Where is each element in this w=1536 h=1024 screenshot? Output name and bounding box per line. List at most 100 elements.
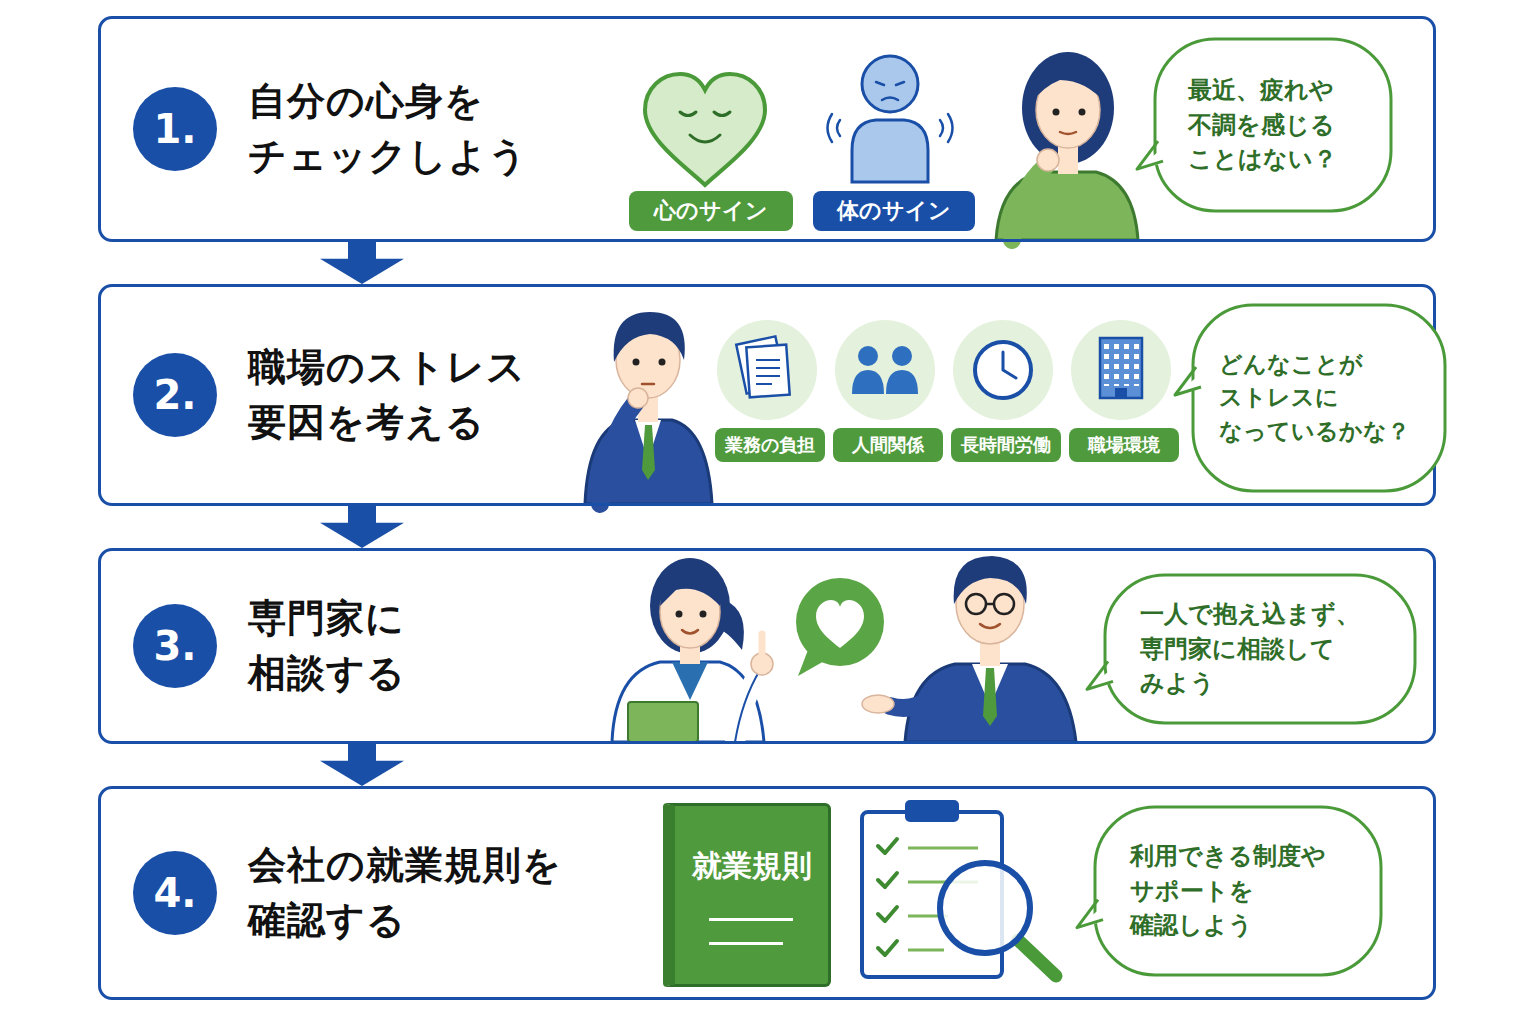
bubble-tail	[1087, 661, 1113, 689]
heart-speech-icon	[816, 600, 864, 648]
label-text: 長時間労働	[961, 433, 1051, 457]
step-number: 1.	[133, 87, 217, 171]
woman-thinking	[1030, 58, 1106, 104]
label-text: 人間関係	[852, 433, 924, 457]
doctor-figure	[612, 662, 764, 742]
stress-icons	[953, 320, 1053, 420]
building-icon	[1100, 338, 1142, 398]
doctor-figure	[735, 670, 760, 742]
label-text: 体のサイン	[837, 196, 951, 226]
speech-bubble: どんなことが ストレスに なっているかな？	[1191, 303, 1447, 493]
heart-icon	[680, 112, 730, 116]
man-consulting	[862, 556, 1076, 742]
step-number: 4.	[133, 851, 217, 935]
bubble-body	[1095, 807, 1381, 975]
people-icon	[852, 370, 918, 394]
building-icon	[1115, 388, 1127, 398]
man-consulting	[862, 695, 894, 713]
label-text: 職場環境	[1088, 433, 1160, 457]
body-figure	[828, 56, 953, 182]
documents-icon	[736, 336, 789, 397]
doctor-figure	[660, 568, 720, 606]
man-thinking	[628, 388, 648, 408]
man-thinking	[659, 359, 666, 366]
doctor-figure	[735, 670, 760, 742]
label-text: 最近、疲れや 不調を感じる ことはない？	[1188, 73, 1358, 177]
speech-bubble: 一人で抱え込まず、 専門家に相談して みよう	[1103, 573, 1417, 725]
step-number: 2.	[133, 353, 217, 437]
label-text: 業務の負担	[725, 433, 815, 457]
bubble-tail-fill	[1137, 141, 1171, 169]
woman-thinking	[996, 52, 1138, 240]
step-title: 専門家に 相談する	[248, 591, 448, 701]
label-text: 心のサイン	[654, 196, 768, 226]
flow-arrow	[320, 744, 404, 786]
label-text: 就業規則	[675, 846, 828, 887]
man-consulting	[983, 668, 997, 726]
man-thinking	[585, 312, 712, 504]
man-thinking	[600, 402, 636, 504]
people-icon	[852, 346, 918, 394]
bubble-tail-fill	[1087, 661, 1121, 689]
magnifier-icon	[940, 863, 1056, 976]
doctor-figure	[650, 558, 730, 654]
doctor-figure	[672, 662, 708, 700]
documents-icon	[756, 360, 780, 384]
step-number-text: 1.	[153, 106, 196, 152]
building-icon	[1100, 338, 1142, 398]
heart-speech-icon	[796, 578, 884, 666]
heart-speech-icon	[796, 578, 884, 676]
man-thinking	[642, 425, 655, 480]
bubble-body	[1155, 39, 1391, 211]
people-icon	[858, 346, 878, 366]
man-consulting	[954, 556, 1027, 604]
woman-thinking	[1053, 109, 1060, 116]
book-line	[709, 918, 793, 921]
woman-thinking	[1079, 109, 1086, 116]
book-line	[709, 942, 783, 945]
stress-icons	[717, 320, 1171, 420]
stress-icons	[835, 320, 935, 420]
stress-icons	[1071, 320, 1171, 420]
category-tag: 長時間労働	[951, 428, 1061, 462]
woman-thinking	[1037, 149, 1059, 171]
step-number-text: 3.	[153, 623, 196, 669]
step-title: 職場のストレス 要因を考える	[248, 340, 548, 450]
man-consulting	[980, 624, 1000, 628]
step-panel: 自分の心身を チェックしよう1.心のサイン体のサイン最近、疲れや 不調を感じる …	[98, 16, 1436, 242]
magnifier-icon	[940, 863, 1030, 953]
woman-thinking	[1012, 166, 1046, 240]
man-thinking	[614, 312, 685, 362]
step-number: 3.	[133, 604, 217, 688]
clock-icon	[975, 342, 1031, 398]
checklist-clipboard	[878, 839, 897, 955]
step-title: 会社の就業規則を 確認する	[248, 838, 578, 948]
doctor-figure	[700, 611, 707, 618]
heart-icon	[690, 135, 720, 142]
stress-icons	[717, 320, 817, 420]
clock-icon	[1003, 352, 1016, 378]
man-consulting	[966, 594, 986, 614]
step-panel: 職場のストレス 要因を考える2.業務の負担人間関係長時間労働職場環境どんなことが…	[98, 284, 1436, 506]
rulebook-cover: 就業規則	[663, 803, 831, 987]
label-text: 利用できる制度や サポートを 確認しよう	[1130, 839, 1346, 943]
doctor-figure	[612, 558, 773, 742]
step-number-text: 2.	[153, 372, 196, 418]
doctor-figure	[682, 630, 698, 634]
man-consulting	[986, 603, 994, 606]
man-consulting	[994, 594, 1014, 614]
category-tag: 職場環境	[1069, 428, 1179, 462]
category-tag: 人間関係	[833, 428, 943, 462]
flow-arrow	[320, 242, 404, 284]
step-number-text: 4.	[153, 870, 196, 916]
bubble-tail	[1137, 141, 1163, 169]
clock-icon	[975, 342, 1031, 398]
speech-bubble: 最近、疲れや 不調を感じる ことはない？	[1153, 37, 1393, 213]
flow-arrow	[320, 506, 404, 548]
heart-icon	[645, 74, 765, 185]
checklist-clipboard	[905, 800, 959, 822]
bubble-tail-fill	[1175, 367, 1209, 395]
man-thinking	[642, 383, 654, 386]
magnifier-icon	[1018, 940, 1056, 976]
